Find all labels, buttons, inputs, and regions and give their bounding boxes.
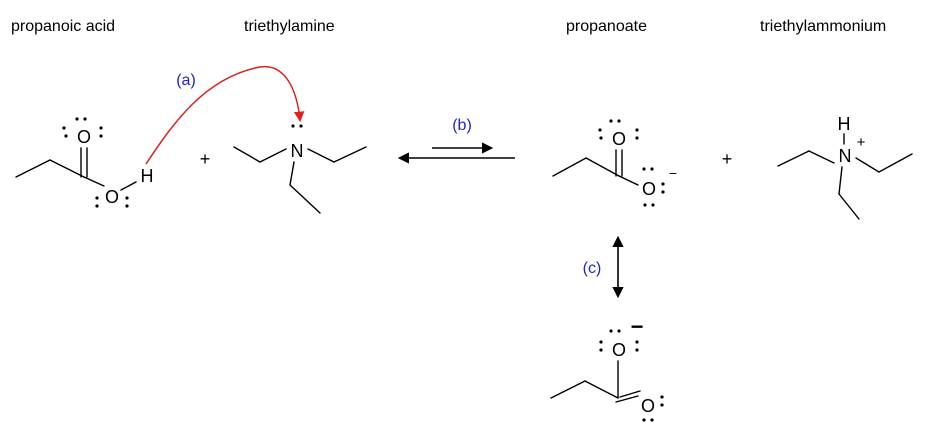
lone-pair-dot — [642, 418, 646, 422]
lone-pair-dot — [617, 119, 621, 123]
propanoate-resonance-structure: O O − — [550, 314, 664, 422]
nitrogen-atom: N — [291, 141, 304, 161]
bond — [552, 157, 587, 177]
lone-pair-dot — [650, 167, 654, 171]
hydrogen-atom: H — [141, 166, 154, 186]
lone-pair-dot — [599, 348, 603, 352]
triethylamine-structure: N — [233, 124, 367, 214]
oxygen-atom: O — [77, 127, 91, 147]
bond — [289, 161, 295, 186]
hydrogen-atom: H — [838, 114, 851, 134]
bond — [49, 159, 85, 178]
bond — [307, 148, 335, 163]
lone-pair-dot — [95, 204, 99, 208]
plus-charge: + — [857, 134, 866, 151]
bond — [618, 175, 639, 186]
label-triethylamine: triethylamine — [244, 18, 335, 35]
label-triethylammonium: triethylammonium — [760, 18, 887, 35]
lone-pair-dot — [642, 167, 646, 171]
bond — [120, 181, 137, 191]
bond — [619, 390, 641, 398]
lone-pair-dot — [125, 204, 129, 208]
oxygen-atom: O — [612, 340, 626, 360]
bond — [585, 157, 620, 177]
lone-pair-dot — [599, 340, 603, 344]
lone-pair-dot — [635, 136, 639, 140]
bond — [259, 148, 287, 163]
lone-pair-dot — [299, 124, 303, 128]
bond — [333, 146, 367, 163]
lone-pair-dot — [99, 134, 103, 138]
lone-pair-dot — [661, 190, 665, 194]
lone-pair-dot — [660, 395, 664, 399]
bond — [808, 150, 835, 164]
lone-pair-dot — [609, 329, 613, 333]
curved-arrow-a — [145, 65, 305, 165]
bond — [615, 395, 639, 403]
lone-pair-dot — [635, 340, 639, 344]
bond — [550, 380, 586, 399]
lone-pair-dot — [62, 126, 66, 130]
bond — [15, 159, 51, 178]
bond — [777, 150, 810, 167]
lone-pair-dot — [599, 136, 603, 140]
lone-pair-dot — [617, 329, 621, 333]
plus-sign: + — [200, 149, 211, 169]
lone-pair-dot — [75, 117, 79, 121]
oxygen-atom: O — [105, 187, 119, 207]
lone-pair-dot — [99, 126, 103, 130]
step-label-b: (b) — [452, 117, 472, 134]
lone-pair-dot — [598, 128, 602, 132]
lone-pair-dot — [635, 128, 639, 132]
lone-pair-dot — [83, 117, 87, 121]
triethylammonium-structure: H N + — [777, 114, 913, 220]
lone-pair-dot — [609, 119, 613, 123]
lone-pair-dot — [661, 182, 665, 186]
lone-pair-dot — [650, 418, 654, 422]
bond — [838, 193, 860, 220]
bond — [83, 176, 105, 187]
propanoic-acid-structure: O O H — [15, 117, 154, 208]
lone-pair-dot — [291, 124, 295, 128]
minus-charge: − — [631, 314, 644, 339]
lone-pair-dot — [125, 196, 129, 200]
lone-pair-dot — [95, 196, 99, 200]
oxygen-atom: O — [642, 179, 656, 199]
lone-pair-dot — [635, 348, 639, 352]
oxygen-atom: O — [612, 129, 626, 149]
oxygen-atom: O — [641, 396, 655, 416]
bond — [233, 146, 261, 163]
bond — [289, 184, 321, 214]
step-label-c: (c) — [583, 260, 602, 277]
nitrogen-atom: N — [839, 146, 852, 166]
lone-pair-dot — [643, 203, 647, 207]
bond — [855, 157, 880, 173]
propanoate-structure: O O − — [552, 119, 677, 207]
lone-pair-dot — [660, 403, 664, 407]
lone-pair-dot — [651, 203, 655, 207]
lone-pair-dot — [64, 134, 68, 138]
label-propanoic-acid: propanoic acid — [11, 18, 116, 35]
minus-charge: − — [669, 165, 677, 181]
step-label-a: (a) — [176, 72, 196, 89]
plus-sign: + — [722, 149, 733, 169]
label-propanoate: propanoate — [566, 18, 647, 35]
bond — [878, 153, 913, 173]
bond — [584, 380, 619, 399]
bond — [838, 166, 843, 195]
